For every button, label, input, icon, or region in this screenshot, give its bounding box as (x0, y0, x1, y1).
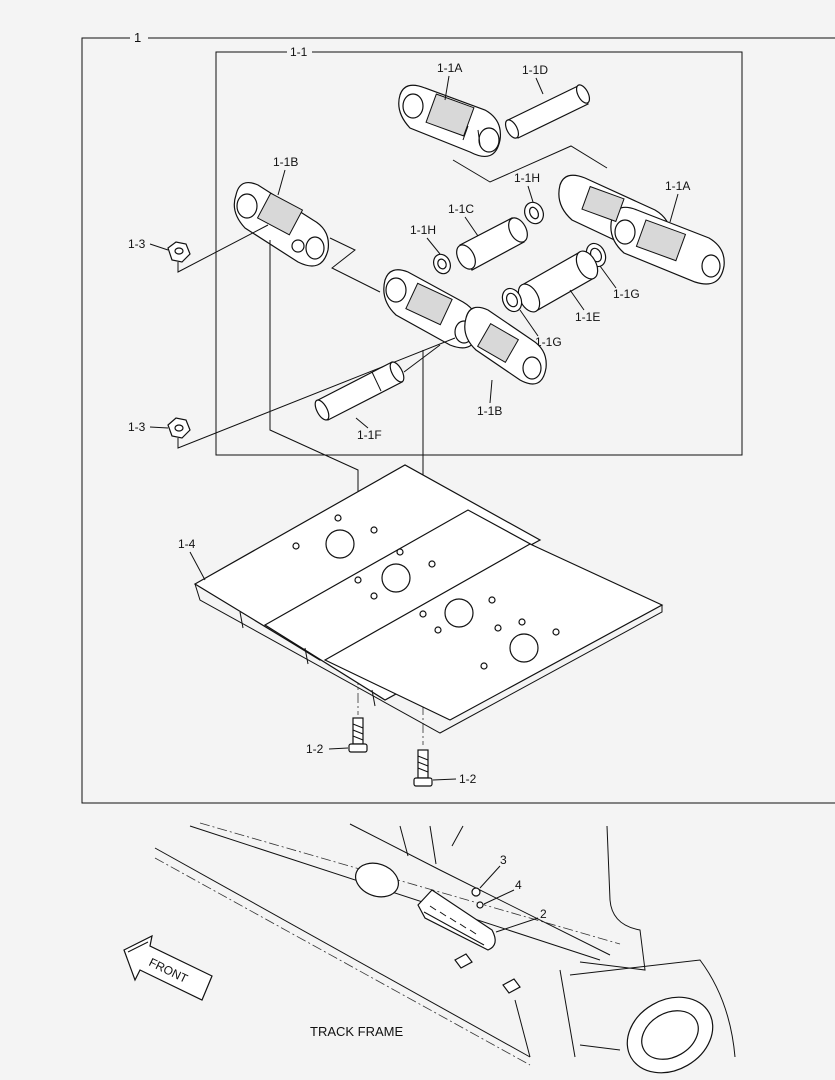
track-shoe (193, 464, 664, 734)
label-guard: 2 (540, 907, 547, 921)
label-guard-washer: 4 (515, 878, 522, 892)
assembly-frame: 1 (81, 30, 835, 804)
link-a-top (398, 84, 502, 158)
seal-g-center (501, 287, 523, 313)
link-b-left (233, 182, 330, 267)
link-b-center (383, 269, 479, 349)
label-bushing-c: 1-1C (448, 202, 474, 216)
seal-h-upper (524, 201, 544, 225)
label-nut-upper: 1-3 (128, 237, 146, 251)
label-bolt-left: 1-2 (306, 742, 324, 756)
label-track-frame: TRACK FRAME (310, 1024, 404, 1039)
label-bolt-right: 1-2 (459, 772, 477, 786)
pin-d (504, 84, 591, 139)
label-sub-assembly: 1-1 (290, 45, 308, 59)
label-pin-d: 1-1D (522, 63, 548, 77)
sub-assembly-frame: 1-1 (215, 45, 743, 456)
label-seal-g-right: 1-1G (613, 287, 640, 301)
nut-lower (167, 417, 191, 439)
guard-bolt (471, 887, 481, 897)
label-link-a-right: 1-1A (665, 179, 690, 193)
label-seal-g-center: 1-1G (535, 335, 562, 349)
label-pin-f: 1-1F (357, 428, 382, 442)
label-seal-h-upper: 1-1H (514, 171, 540, 185)
seal-h-lower (433, 253, 451, 275)
guard-washer (476, 901, 484, 909)
track-guard (417, 889, 521, 994)
label-link-b-left: 1-1B (273, 155, 298, 169)
pin-f (314, 361, 405, 421)
bushing-c (456, 217, 528, 271)
bolt-left (348, 717, 368, 753)
label-link-b-lower: 1-1B (477, 404, 502, 418)
link-b-lower (464, 306, 547, 385)
track-frame (154, 822, 736, 1074)
label-assembly: 1 (134, 30, 141, 45)
label-guard-bolt: 3 (500, 853, 507, 867)
front-arrow: FRONT (123, 934, 213, 1001)
nut-upper (167, 241, 191, 263)
label-shoe: 1-4 (178, 537, 196, 551)
label-link-a-top: 1-1A (437, 61, 462, 75)
link-a-right (558, 174, 725, 285)
bolt-right (413, 749, 433, 787)
label-bushing-e: 1-1E (575, 310, 600, 324)
bushing-e (517, 250, 599, 313)
label-nut-lower: 1-3 (128, 420, 146, 434)
label-seal-h-lower: 1-1H (410, 223, 436, 237)
